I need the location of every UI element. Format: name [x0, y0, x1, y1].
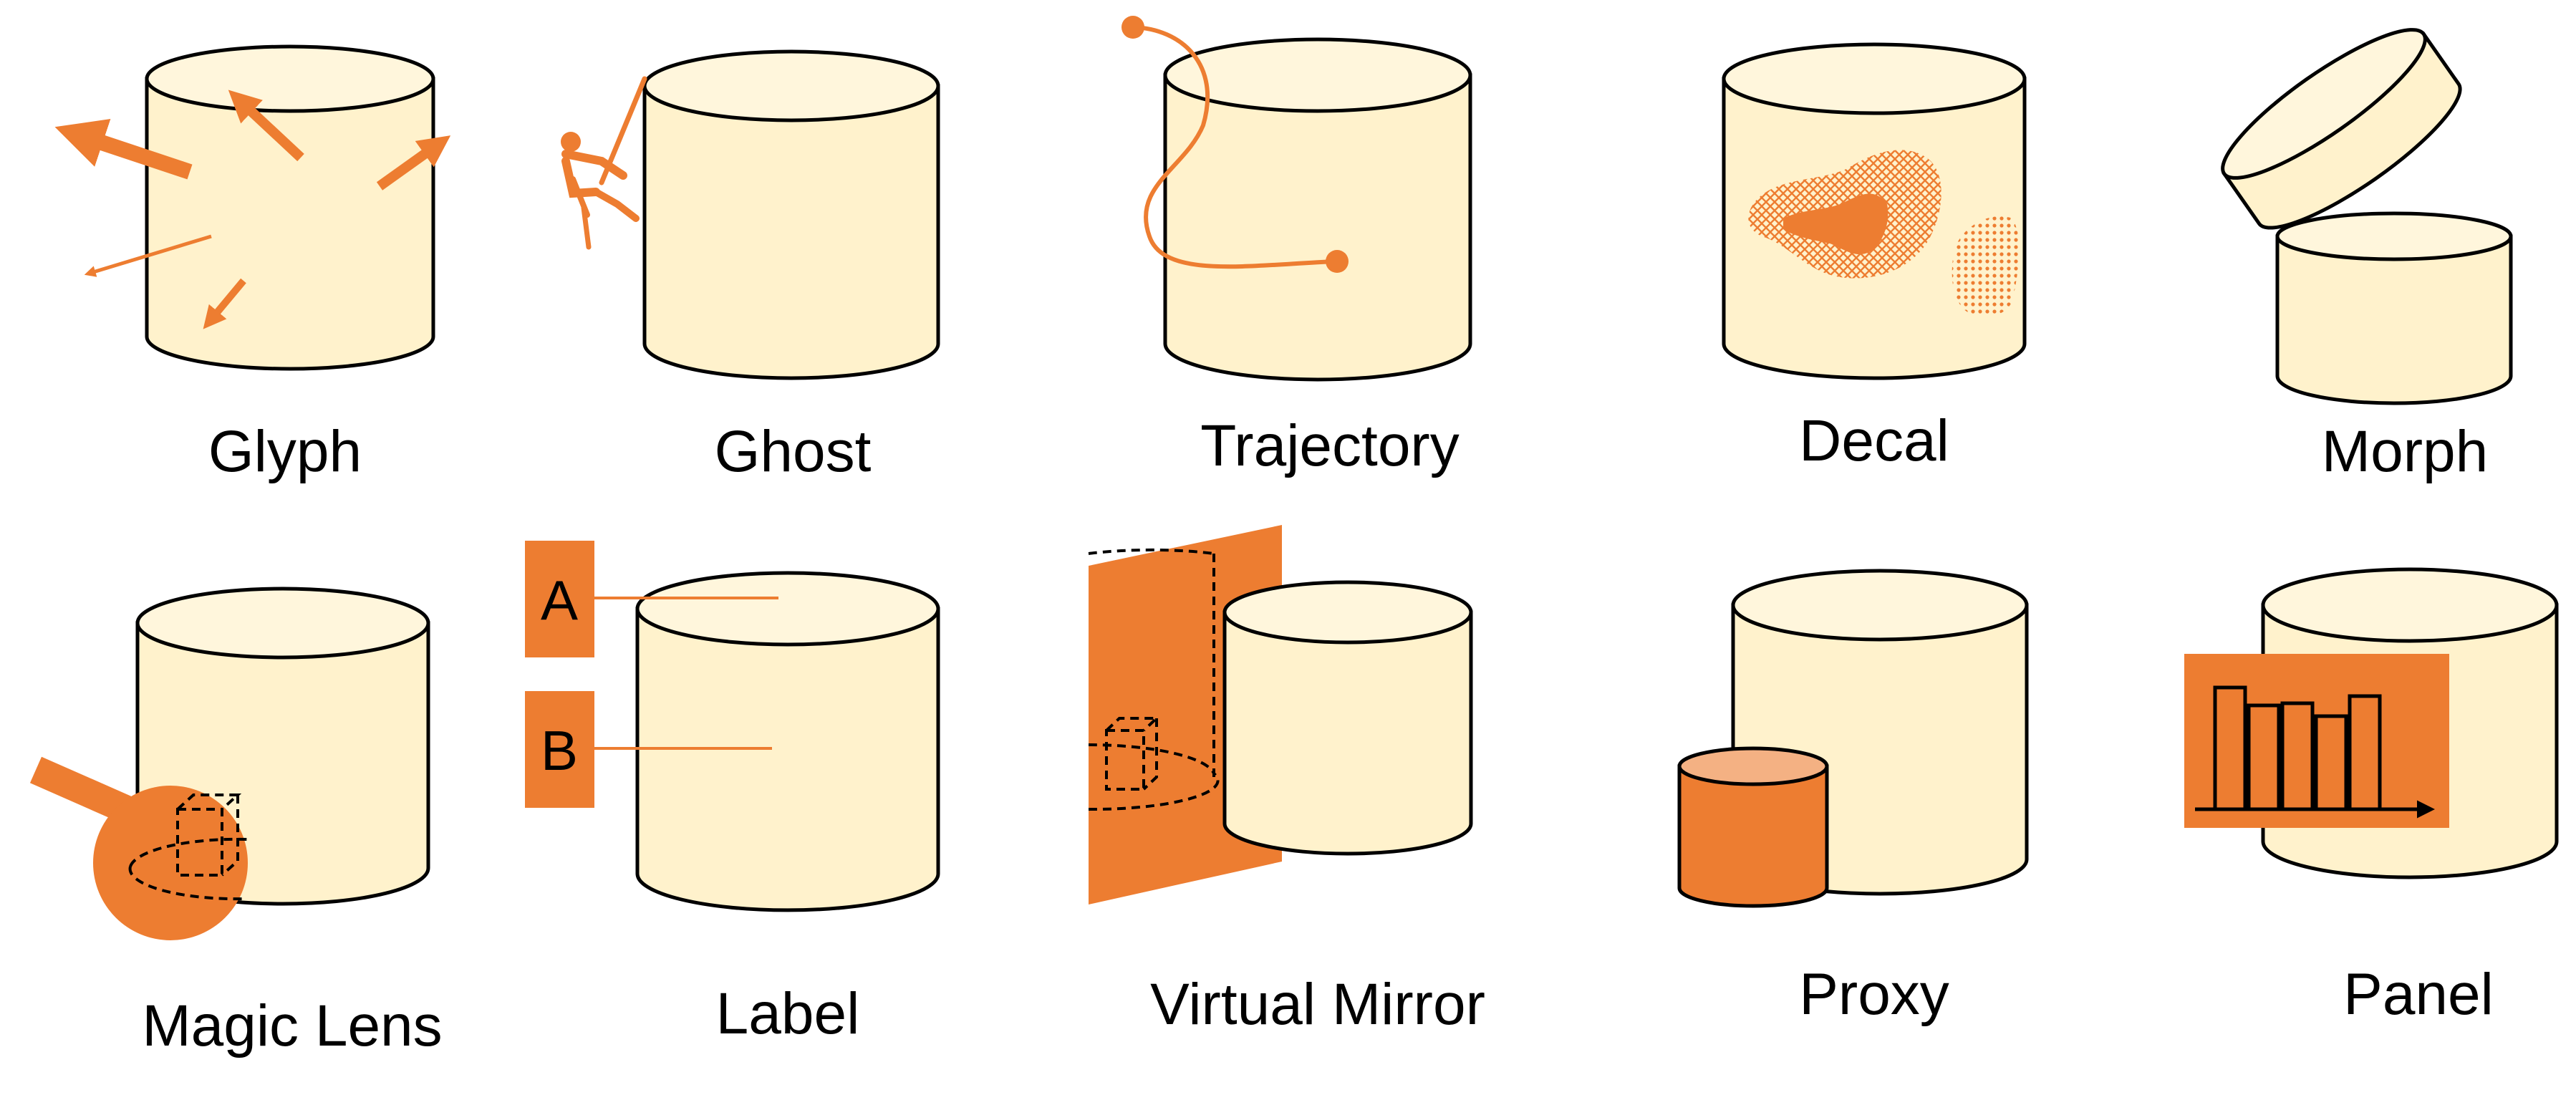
magnifier-icon	[29, 756, 248, 940]
decal-label: Decal	[1799, 408, 1949, 473]
morph-base-cylinder	[2275, 211, 2513, 405]
decal-figure	[1722, 42, 2027, 380]
mirror-real-cylinder	[1222, 580, 1473, 856]
label-label: Label	[715, 981, 860, 1046]
glyph-label: Glyph	[208, 419, 362, 484]
mirrored-object	[1088, 548, 1220, 811]
panel-figure	[2184, 567, 2559, 879]
morph-figure	[2221, 28, 2513, 405]
magic-lens-label: Magic Lens	[142, 993, 443, 1058]
proxy-label: Proxy	[1799, 962, 1949, 1027]
decal-patches	[1748, 150, 2020, 317]
label-b-tag	[525, 691, 594, 808]
virtual-mirror-label: Virtual Mirror	[1150, 972, 1485, 1037]
morph-tilted-top	[2221, 28, 2462, 230]
climber-icon	[561, 76, 647, 250]
lens-revealed-object	[128, 793, 248, 901]
ghost-cylinder	[642, 49, 940, 380]
trajectory-label: Trajectory	[1200, 413, 1460, 478]
panel-label: Panel	[2343, 962, 2494, 1027]
trajectory-end-point	[1326, 250, 1349, 273]
label-figure: A B	[525, 541, 940, 912]
arrow-glyphs	[54, 90, 451, 329]
trajectory-figure	[1121, 16, 1472, 382]
glyph-cylinder	[145, 44, 435, 371]
proxy-figure	[1677, 569, 2029, 908]
ghost-figure	[561, 49, 940, 380]
proxy-small-cylinder	[1677, 746, 1829, 908]
morph-label: Morph	[2321, 419, 2489, 484]
trajectory-path	[1121, 16, 1349, 273]
label-cylinder	[635, 571, 940, 912]
label-a-text: A	[541, 569, 578, 632]
glyph-figure	[54, 44, 451, 371]
bar-chart-icon	[2195, 685, 2435, 819]
label-a-tag	[525, 541, 594, 657]
label-b-text: B	[541, 719, 578, 782]
virtual-mirror-figure	[1088, 525, 1473, 905]
trajectory-cylinder	[1163, 37, 1472, 382]
magic-lens-figure	[29, 587, 430, 940]
ghost-label: Ghost	[714, 419, 872, 484]
trajectory-start-point	[1121, 16, 1144, 39]
